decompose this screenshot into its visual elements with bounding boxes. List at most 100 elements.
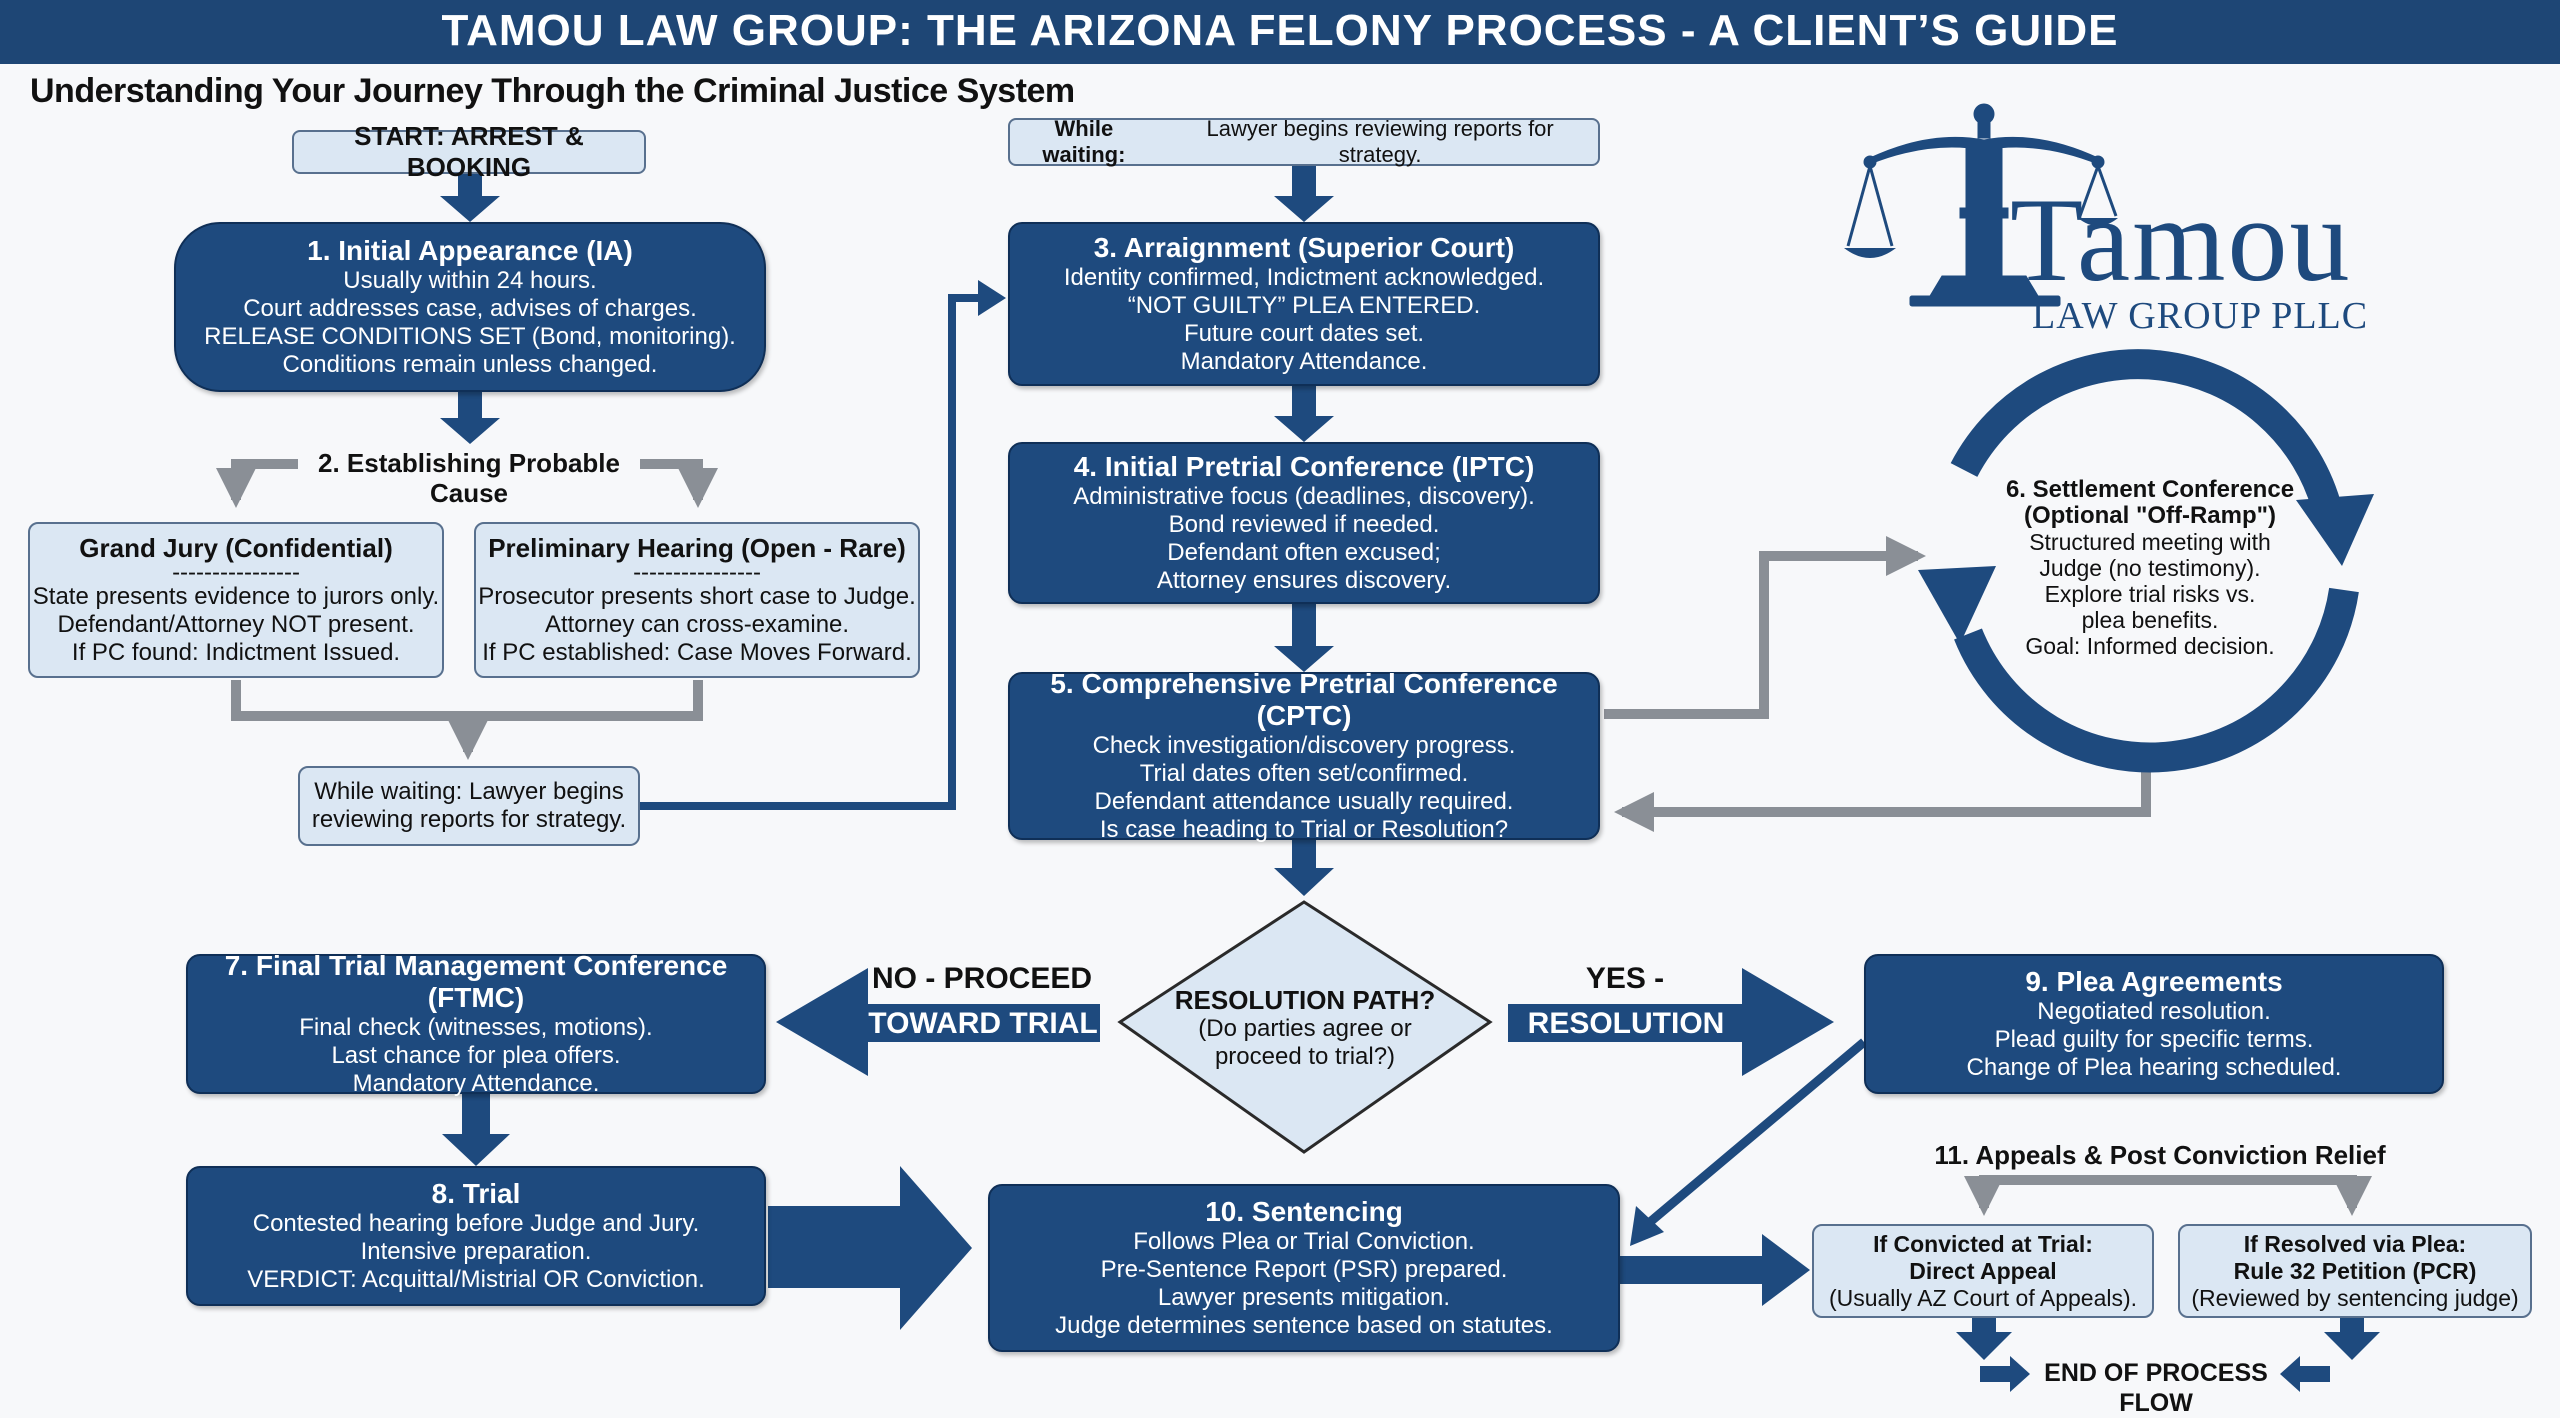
gray-merge bbox=[231, 680, 703, 721]
decision-title: RESOLUTION PATH? bbox=[1174, 985, 1436, 1015]
gray-appeals-right bbox=[2160, 1175, 2372, 1216]
cptc-title: 5. Comprehensive Pretrial Conference (CP… bbox=[1050, 668, 1558, 731]
arrow-yes-resolution bbox=[1508, 968, 1834, 1076]
iptc-line: Defendant often excused; bbox=[1167, 539, 1441, 566]
ftmc-line: Final check (witnesses, motions). bbox=[299, 1014, 653, 1041]
no-path-label: NO - PROCEED bbox=[871, 962, 1093, 995]
blue-plea-to-sentencing bbox=[1647, 1038, 1867, 1226]
blue-waiting-to-arraign bbox=[640, 294, 986, 810]
arrow-ia-to-pc bbox=[440, 392, 500, 444]
arrow-arraign-to-iptc bbox=[1274, 386, 1334, 442]
settlement-title: 6. Settlement Conference bbox=[2005, 476, 2295, 503]
grand-jury-line: If PC found: Indictment Issued. bbox=[71, 639, 401, 666]
logo-name: Tamou bbox=[2010, 173, 2352, 306]
settlement-subtitle: (Optional "Off-Ramp") bbox=[2023, 502, 2277, 529]
waiting-top-label: While waiting: bbox=[1042, 116, 1126, 167]
arraignment-line: “NOT GUILTY” PLEA ENTERED. bbox=[1127, 292, 1481, 319]
arrow-no-trial bbox=[776, 968, 1100, 1076]
arrow-cptc-to-decision bbox=[1274, 840, 1334, 896]
ia-line: Court addresses case, advises of charges… bbox=[243, 295, 697, 322]
plea-line: Plead guilty for specific terms. bbox=[1994, 1026, 2314, 1053]
waiting-left-line: reviewing reports for strategy. bbox=[311, 806, 627, 833]
prelim-line: If PC established: Case Moves Forward. bbox=[482, 639, 912, 666]
settlement-line: plea benefits. bbox=[2081, 607, 2219, 633]
ftmc-box: 7. Final Trial Management Conference (FT… bbox=[186, 950, 766, 1097]
no-path-inside: TOWARD TRIAL bbox=[868, 1007, 1098, 1040]
direct-appeal-line: Direct Appeal bbox=[1909, 1257, 2057, 1284]
settlement-line: Structured meeting with bbox=[2029, 529, 2271, 555]
arraignment-line: Mandatory Attendance. bbox=[1180, 348, 1428, 375]
settlement-line: Judge (no testimony). bbox=[2039, 555, 2261, 581]
prelim-title: Preliminary Hearing (Open - Rare) bbox=[488, 533, 906, 563]
gray-cptc-to-settlement bbox=[1604, 536, 1926, 719]
arrow-rule32-down bbox=[2324, 1318, 2380, 1360]
sentencing-line: Lawyer presents mitigation. bbox=[1157, 1284, 1451, 1311]
grand-jury-line: State presents evidence to jurors only. bbox=[32, 583, 440, 610]
cptc-line: Check investigation/discovery progress. bbox=[1092, 732, 1516, 759]
plea-agreements-box: 9. Plea Agreements Negotiated resolution… bbox=[1864, 954, 2444, 1094]
trial-box: 8. Trial Contested hearing before Judge … bbox=[186, 1166, 766, 1306]
ia-line: Usually within 24 hours. bbox=[343, 267, 597, 294]
sentencing-line: Pre-Sentence Report (PSR) prepared. bbox=[1100, 1256, 1508, 1283]
arrow-waiting-to-arraign bbox=[1274, 166, 1334, 222]
decision-line: (Do parties agree or bbox=[1198, 1015, 1412, 1042]
arrow-trial-sentencing-shape bbox=[768, 1166, 972, 1330]
waiting-left-line: While waiting: Lawyer begins bbox=[314, 778, 624, 805]
rule32-line: If Resolved via Plea: bbox=[2243, 1230, 2467, 1257]
waiting-box-left: While waiting: Lawyer begins reviewing r… bbox=[298, 766, 640, 846]
probable-cause-label: 2. Establishing Probable Cause bbox=[318, 448, 620, 508]
page-title: TAMOU LAW GROUP: THE ARIZONA FELONY PROC… bbox=[0, 0, 2560, 64]
arraignment-box: 3. Arraignment (Superior Court) Identity… bbox=[1008, 222, 1600, 386]
decision-diamond bbox=[1117, 900, 1493, 1154]
iptc-title: 4. Initial Pretrial Conference (IPTC) bbox=[1073, 451, 1535, 482]
start-box: START: ARREST & BOOKING bbox=[292, 121, 646, 182]
arraignment-line: Future court dates set. bbox=[1183, 320, 1425, 347]
waiting-top-text: Lawyer begins reviewing reports for stra… bbox=[1206, 116, 1554, 167]
cptc-line: Is case heading to Trial or Resolution? bbox=[1099, 816, 1509, 843]
cptc-line: Defendant attendance usually required. bbox=[1094, 788, 1514, 815]
rule32-line: (Reviewed by sentencing judge) bbox=[2191, 1284, 2519, 1311]
arrow-ftmc-to-trial bbox=[442, 1094, 510, 1166]
initial-appearance-box: 1. Initial Appearance (IA) Usually withi… bbox=[174, 222, 766, 392]
start-label: START: ARREST & BOOKING bbox=[354, 121, 584, 182]
end-of-flow-label: END OF PROCESS FLOW bbox=[2044, 1359, 2268, 1417]
trial-title: 8. Trial bbox=[431, 1178, 521, 1209]
ftmc-line: Mandatory Attendance. bbox=[352, 1070, 600, 1097]
yes-path-inside: RESOLUTION bbox=[1527, 1007, 1725, 1040]
arraignment-line: Identity confirmed, Indictment acknowled… bbox=[1063, 264, 1545, 291]
settlement-line: Explore trial risks vs. bbox=[2044, 581, 2256, 607]
arrow-end-right bbox=[2280, 1356, 2330, 1392]
iptc-line: Attorney ensures discovery. bbox=[1156, 567, 1452, 594]
sentencing-title: 10. Sentencing bbox=[1205, 1196, 1403, 1227]
grand-jury-sep: ---------------- bbox=[172, 559, 300, 586]
cptc-box: 5. Comprehensive Pretrial Conference (CP… bbox=[1008, 668, 1600, 843]
settlement-box: 6. Settlement Conference (Optional "Off-… bbox=[1990, 468, 2310, 668]
yes-path-label: YES - bbox=[1585, 962, 1665, 995]
cptc-line: Trial dates often set/confirmed. bbox=[1139, 760, 1469, 787]
arrow-end-left bbox=[1980, 1356, 2030, 1392]
prelim-line: Prosecutor presents short case to Judge. bbox=[478, 583, 916, 610]
preliminary-hearing-box: Preliminary Hearing (Open - Rare) ------… bbox=[474, 522, 920, 678]
ia-title: 1. Initial Appearance (IA) bbox=[307, 235, 633, 266]
sentencing-line: Judge determines sentence based on statu… bbox=[1055, 1312, 1553, 1339]
gray-branch-left bbox=[216, 459, 298, 508]
gray-branch-right bbox=[640, 459, 718, 508]
ia-line: Conditions remain unless changed. bbox=[282, 351, 658, 378]
plea-line: Change of Plea hearing scheduled. bbox=[1966, 1054, 2342, 1081]
settlement-cycle bbox=[1950, 349, 2359, 773]
arraignment-title: 3. Arraignment (Superior Court) bbox=[1093, 232, 1515, 263]
ftmc-title: 7. Final Trial Management Conference (FT… bbox=[224, 950, 728, 1013]
trial-line: Contested hearing before Judge and Jury. bbox=[252, 1210, 700, 1237]
gray-appeals-left bbox=[1964, 1175, 2160, 1216]
arrow-appeal-down bbox=[1956, 1318, 2012, 1360]
ia-line: RELEASE CONDITIONS SET (Bond, monitoring… bbox=[204, 323, 736, 350]
grand-jury-title: Grand Jury (Confidential) bbox=[79, 533, 393, 563]
grand-jury-line: Defendant/Attorney NOT present. bbox=[57, 611, 415, 638]
trial-line: VERDICT: Acquittal/Mistrial OR Convictio… bbox=[247, 1266, 705, 1293]
arrow-sentencing-to-appeals bbox=[1620, 1234, 1810, 1306]
rule32-box: If Resolved via Plea: Rule 32 Petition (… bbox=[2178, 1224, 2532, 1318]
company-logo: Tamou LAW GROUP PLLC bbox=[1840, 96, 2400, 346]
prelim-line: Attorney can cross-examine. bbox=[544, 611, 850, 638]
